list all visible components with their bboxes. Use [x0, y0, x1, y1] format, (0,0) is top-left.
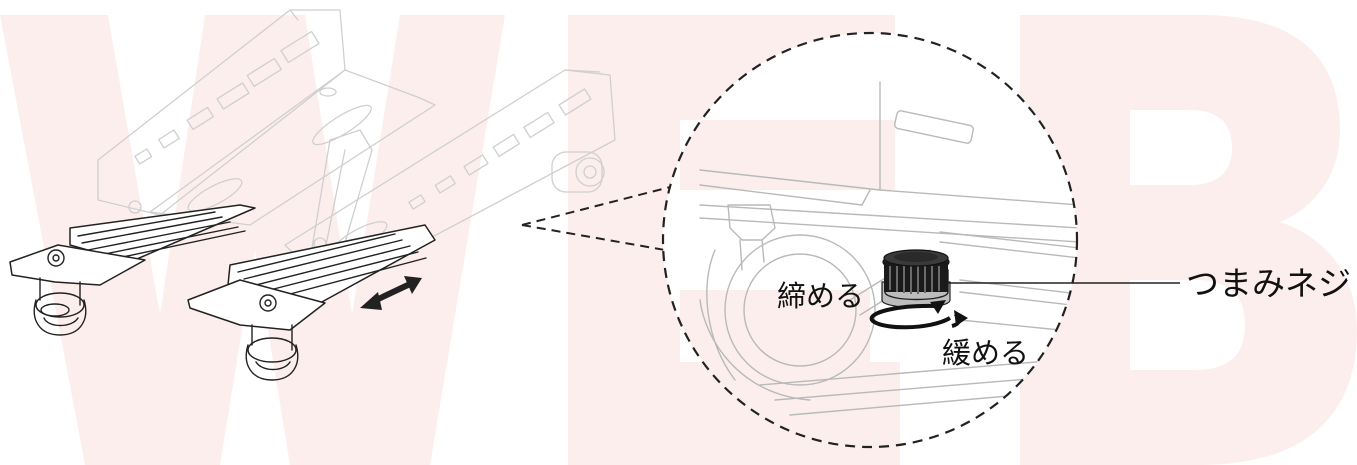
right-caster [245, 324, 299, 381]
frame-back-edge [289, 9, 299, 21]
left-slider [9, 204, 256, 336]
tighten-label: 締める [777, 279, 865, 313]
loosen-label: 緩める [942, 336, 1030, 370]
frame-right-slots [408, 88, 592, 210]
detail-view [663, 33, 1077, 447]
detail-circle [661, 31, 1079, 449]
left-caster [33, 277, 87, 336]
right-slider-plate [187, 279, 326, 331]
rear-caster [551, 151, 605, 193]
frame-slots [134, 30, 320, 165]
watermark-letter-b [1020, 15, 1357, 465]
watermark [0, 15, 1357, 465]
knob-screw-icon [881, 249, 951, 309]
knob-screw-label: つまみネジ [1186, 264, 1351, 303]
frame-center-post [309, 129, 373, 261]
right-slider-ribs [237, 233, 427, 299]
frame-top-slot [312, 104, 372, 146]
watermark-letter-w [0, 15, 505, 465]
callout-lines [521, 184, 679, 251]
rotation-arrow-icon [869, 300, 968, 330]
double-headed-arrow-icon [360, 276, 422, 310]
right-slider [187, 224, 436, 381]
left-slider-plate [9, 244, 146, 286]
left-slider-ribs [77, 211, 246, 262]
